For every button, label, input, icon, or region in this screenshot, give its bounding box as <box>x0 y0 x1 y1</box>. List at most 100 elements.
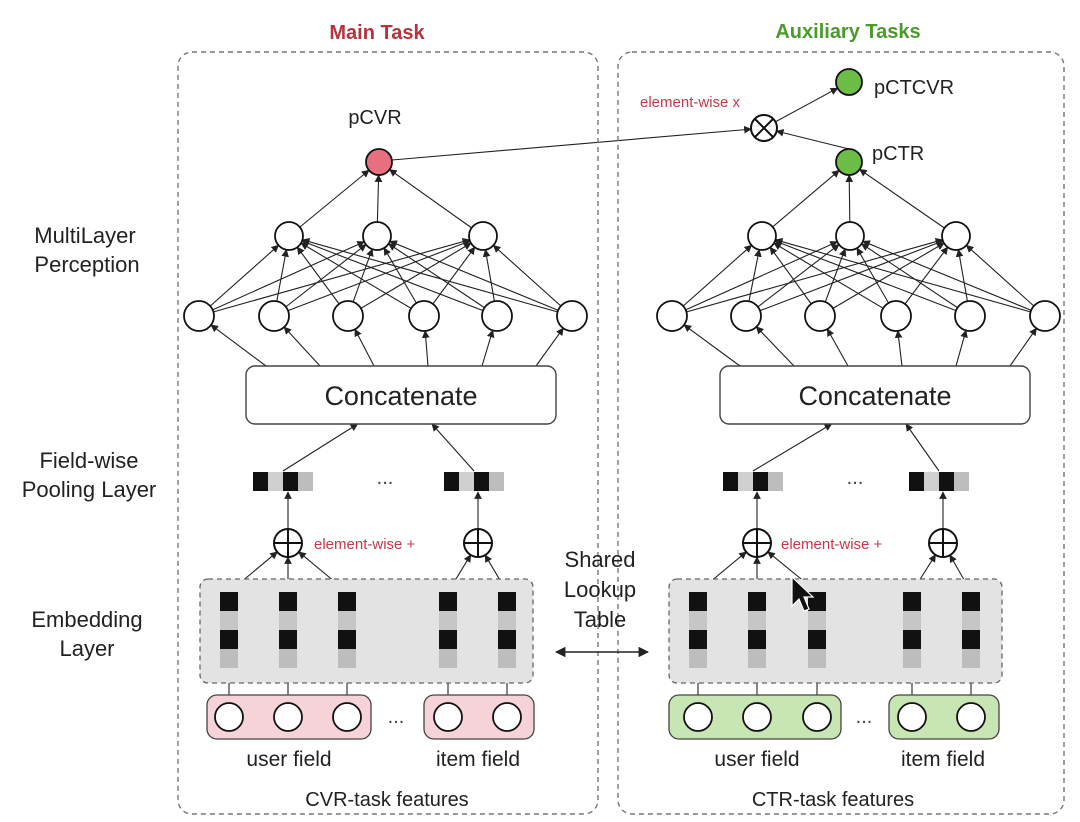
feature-input-node <box>683 702 713 732</box>
mlp-hidden-node <box>941 221 971 251</box>
concat-to-mlp-arrow <box>535 327 564 367</box>
pool-to-concat-arrow <box>431 423 475 472</box>
mlp-connection-arrow <box>773 242 897 317</box>
mlp-input-node <box>954 300 986 332</box>
mlp-connection-arrow <box>300 242 425 317</box>
pooled-vector-cell <box>444 472 459 491</box>
multiply-icon <box>750 114 778 142</box>
embedding-cell <box>279 630 297 649</box>
embedding-cell <box>903 649 921 668</box>
mlp-input-node <box>332 300 364 332</box>
pooled-vector-cell <box>954 472 969 491</box>
mlp-connection-arrow <box>862 240 1046 317</box>
cvr-user-sum-icon <box>273 528 303 558</box>
mlp-input-node <box>481 300 513 332</box>
ctr-sum-label: element-wise + <box>781 536 883 553</box>
mlp-output-arrow <box>388 169 484 237</box>
cvr-item-field-label: item field <box>436 748 520 771</box>
embedding-cell <box>689 630 707 649</box>
embedding-cell <box>808 649 826 668</box>
embedding-cell <box>279 611 297 630</box>
auxiliary-tasks-header: Auxiliary Tasks <box>775 21 920 43</box>
embedding-cell <box>279 649 297 668</box>
mlp-hidden-node <box>835 221 865 251</box>
pcvr-output-node <box>365 148 393 176</box>
embedding-cell <box>439 592 457 611</box>
concat-to-mlp-arrow <box>1009 327 1037 367</box>
mlp-input-node <box>656 300 688 332</box>
pctcvr-label: pCTCVR <box>874 77 954 99</box>
mlp-connection-arrow <box>301 237 573 317</box>
pooled-vector-cell <box>924 472 939 491</box>
concat-to-mlp-arrow <box>421 330 430 367</box>
embedding-cell <box>338 592 356 611</box>
pool-to-concat-arrow <box>905 423 940 472</box>
embedding-cell <box>279 592 297 611</box>
feature-input-node <box>956 702 986 732</box>
mlp-connection-arrow <box>347 242 472 317</box>
ctr-item-field-label: item field <box>901 748 985 771</box>
mlp-connection-arrow <box>671 244 753 317</box>
mlp-label-line2: Perception <box>34 252 139 277</box>
embedding-cell <box>748 592 766 611</box>
feature-input-node <box>433 702 463 732</box>
mlp-input-node <box>880 300 912 332</box>
concat-to-mlp-arrow <box>755 326 795 367</box>
embedding-cell <box>808 611 826 630</box>
embedding-cell <box>439 611 457 630</box>
pooled-vectors <box>253 472 969 491</box>
shared-table-line3: Table <box>574 607 627 632</box>
embedding-cell <box>748 630 766 649</box>
embedding-cell <box>220 649 238 668</box>
mlp-connection-arrow <box>774 239 971 317</box>
main-task-header: Main Task <box>329 22 425 44</box>
cvr-user-field-label: user field <box>246 748 331 771</box>
mlp-connection-arrow <box>819 242 945 317</box>
pcvr-to-multiply-arrow <box>391 125 752 161</box>
ctr-pooling-ellipsis: ... <box>847 467 864 489</box>
concat-to-mlp-arrow <box>210 324 267 367</box>
ctr-features-label: CTR-task features <box>752 789 914 811</box>
pooled-vector-cell <box>753 472 768 491</box>
feature-input-node <box>273 702 303 732</box>
embedding-cell <box>903 592 921 611</box>
ctr-field-ellipsis: ... <box>856 706 873 728</box>
embedding-cell <box>338 630 356 649</box>
pool-to-concat-arrow <box>752 423 833 472</box>
mlp-connection-arrow <box>273 244 367 317</box>
cvr-field-ellipsis: ... <box>388 706 405 728</box>
embedding-cell <box>689 649 707 668</box>
embedding-cell <box>498 611 516 630</box>
cvr-sum-label: element-wise + <box>314 536 416 553</box>
embedding-cell <box>220 630 238 649</box>
shared-table-line1: Shared <box>565 547 636 572</box>
feature-input-node <box>214 702 244 732</box>
ctr-user-field-label: user field <box>714 748 799 771</box>
pooled-vector-cell <box>253 472 268 491</box>
mlp-input-node <box>1029 300 1061 332</box>
ctr-concatenate-label: Concatenate <box>798 381 951 411</box>
concat-to-mlp-arrow <box>683 324 741 367</box>
mlp-connection-arrow <box>965 244 1046 317</box>
pooled-vector-cell <box>768 472 783 491</box>
cvr-pooling-ellipsis: ... <box>377 467 394 489</box>
pool-to-concat-arrow <box>282 423 359 472</box>
pooling-label-line1: Field-wise <box>39 448 138 473</box>
cvr-item-sum-icon <box>463 528 493 558</box>
mlp-connection-arrow <box>745 244 840 317</box>
ctr-embedding-area <box>668 578 1003 684</box>
mlp-output-arrow <box>761 169 840 237</box>
mlp-connection-arrow <box>198 244 280 317</box>
embedding-cell <box>962 592 980 611</box>
mlp-connection-arrow <box>671 237 944 317</box>
pooled-vector-cell <box>939 472 954 491</box>
mlp-connection-arrow <box>774 237 1046 317</box>
mlp-input-node <box>730 300 762 332</box>
concat-to-mlp-arrow <box>283 326 321 367</box>
cvr-concatenate-label: Concatenate <box>324 381 477 411</box>
embedding-cell <box>962 611 980 630</box>
concat-to-mlp-arrow <box>481 329 495 367</box>
embedding-cell <box>903 611 921 630</box>
embedding-cell <box>338 649 356 668</box>
